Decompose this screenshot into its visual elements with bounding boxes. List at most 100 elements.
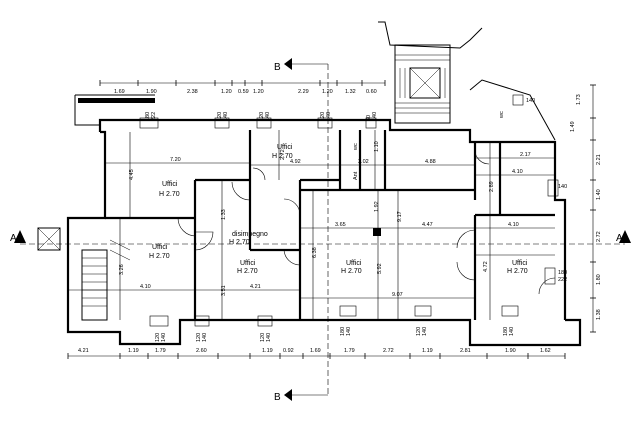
- win-3a: 120: [259, 112, 265, 121]
- interior-dimension-labels: 7.20 4.45 4.92 2.72 2.02 1.10 4.88 2.17 …: [119, 141, 531, 298]
- dim-2-02: 2.02: [358, 159, 369, 165]
- win-14a: 140: [526, 98, 535, 104]
- right-dimension-line: 1.49 1.73 2.21 1.40 2.72 1.80 1.38: [570, 84, 602, 333]
- right-dim-3: 2.21: [596, 154, 602, 165]
- bottom-dim-2: 1.19: [128, 348, 139, 354]
- dim-6-38: 6.38: [312, 247, 318, 258]
- bottom-dim-12: 1.90: [505, 348, 516, 354]
- win-6b: 140: [161, 333, 167, 342]
- dim-4-10-c: 4.10: [140, 284, 151, 290]
- dim-1-33: 1.33: [221, 209, 227, 220]
- top-dim-4: 1.20: [221, 89, 232, 95]
- win-9a: 180: [340, 327, 346, 336]
- top-dim-6: 1.20: [253, 89, 264, 95]
- stairwell-left: [37, 227, 131, 321]
- bottom-dim-10: 1.19: [422, 348, 433, 354]
- win-2b: 140: [223, 112, 229, 121]
- win-11a: 180: [503, 327, 509, 336]
- room-4-height: H 2.70: [229, 239, 250, 246]
- win-5a: 60: [366, 115, 372, 121]
- room-1-height: H 2.70: [159, 191, 180, 198]
- dim-2-72: 2.72: [280, 149, 286, 160]
- section-line-a: A A: [10, 230, 631, 245]
- win-6a: 120: [155, 333, 161, 342]
- dim-2-17: 2.17: [520, 152, 531, 158]
- win-1b: 222: [151, 112, 157, 121]
- win-4b: 140: [326, 112, 332, 121]
- room-5-height: H 2.70: [237, 268, 258, 275]
- win-13a: 140: [558, 184, 567, 190]
- dim-1-92: 1.92: [374, 201, 380, 212]
- section-b-bottom: B: [274, 392, 281, 403]
- bottom-dim-6: 0.92: [283, 348, 294, 354]
- win-2a: 120: [217, 112, 223, 121]
- bottom-dim-5: 1.19: [262, 348, 273, 354]
- dim-3-51: 3.51: [221, 285, 227, 296]
- building-walls: [66, 94, 582, 347]
- room-4-name: disimpegno: [232, 231, 268, 238]
- win-8b: 140: [266, 333, 272, 342]
- dim-4-47: 4.47: [422, 222, 433, 228]
- wc-label-1: wc: [353, 143, 359, 151]
- room-6-height: H 2.70: [341, 268, 362, 275]
- bottom-dim-3: 1.79: [155, 348, 166, 354]
- bottom-dim-11: 2.81: [460, 348, 471, 354]
- room-5-name: Uffici: [240, 260, 256, 267]
- antiwc-label: Ant: [353, 171, 359, 180]
- top-dim-3: 2.38: [187, 89, 198, 95]
- top-dim-1: 1.69: [114, 89, 125, 95]
- right-dim-4: 1.40: [596, 189, 602, 200]
- bottom-dim-8: 1.79: [344, 348, 355, 354]
- win-12a: 180: [558, 270, 567, 276]
- dim-4-88: 4.88: [425, 159, 436, 165]
- top-dim-10: 0.60: [366, 89, 377, 95]
- room-7-name: Uffici: [512, 260, 528, 267]
- dim-4-21: 4.21: [250, 284, 261, 290]
- section-a-right: A: [616, 233, 623, 244]
- bottom-dim-9: 2.72: [383, 348, 394, 354]
- room-6-name: Uffici: [346, 260, 362, 267]
- section-a-left: A: [10, 233, 17, 244]
- wc-label-2: wc: [499, 111, 505, 119]
- window-markers: [139, 94, 559, 327]
- window-labels: 180 222 120 140 120 140 120 140 60 140 1…: [145, 98, 567, 342]
- room-2-name: Uffici: [277, 144, 293, 151]
- dim-4-10-a: 4.10: [512, 169, 523, 175]
- bottom-dimension-line: 4.21 1.19 1.79 2.60 1.19 0.92 1.69 1.79 …: [67, 348, 566, 359]
- win-9b: 140: [346, 327, 352, 336]
- room-1-name: Uffici: [162, 181, 178, 188]
- win-3b: 140: [265, 112, 271, 121]
- win-11b: 140: [509, 327, 515, 336]
- win-5b: 140: [372, 112, 378, 121]
- interior-dimension-lines: [68, 130, 555, 320]
- top-dimension-line: 1.69 1.90 2.38 1.20 0.59 1.20 2.29 1.20 …: [99, 80, 386, 95]
- win-12b: 222: [558, 277, 567, 283]
- dim-4-45: 4.45: [129, 169, 135, 180]
- dim-4-10-b: 4.10: [508, 222, 519, 228]
- dim-1-10: 1.10: [374, 141, 380, 152]
- bottom-dim-13: 1.62: [540, 348, 551, 354]
- right-dim-7: 1.38: [596, 309, 602, 320]
- top-dim-7: 2.29: [298, 89, 309, 95]
- dim-3-26: 3.26: [119, 264, 125, 275]
- room-7-height: H 2.70: [507, 268, 528, 275]
- win-7b: 140: [202, 333, 208, 342]
- bottom-dim-4: 2.60: [196, 348, 207, 354]
- dim-7-20: 7.20: [170, 157, 181, 163]
- room-3-height: H 2.70: [149, 253, 170, 260]
- room-labels: Uffici H 2.70 Uffici H 2.70 Uffici H 2.7…: [149, 111, 528, 275]
- dim-9-07: 9.07: [392, 292, 403, 298]
- top-dim-5: 0.59: [238, 89, 249, 95]
- bottom-dim-1: 4.21: [78, 348, 89, 354]
- section-b-top: B: [274, 62, 281, 73]
- win-10b: 140: [422, 327, 428, 336]
- win-7a: 120: [196, 333, 202, 342]
- win-4a: 120: [320, 112, 326, 121]
- room-3-name: Uffici: [152, 244, 168, 251]
- room-2-height: H 2.70: [272, 153, 293, 160]
- bottom-dim-7: 1.69: [310, 348, 321, 354]
- dim-4-92: 4.92: [290, 159, 301, 165]
- right-dim-1: 1.49: [570, 121, 576, 132]
- win-1a: 180: [145, 112, 151, 121]
